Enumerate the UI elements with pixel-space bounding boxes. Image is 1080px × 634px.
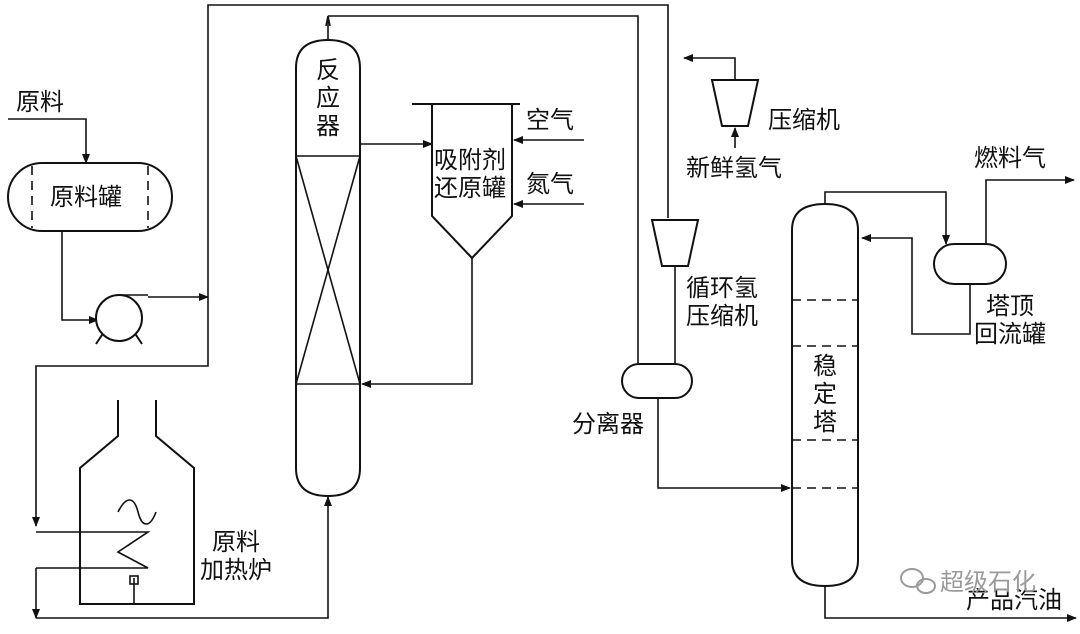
watermark-text: 超级石化: [940, 568, 1036, 596]
feed-label: 原料: [16, 88, 64, 116]
reactor-label-1: 反: [316, 56, 340, 84]
nitrogen-label: 氮气: [526, 170, 574, 198]
reflux-drum: [933, 243, 1007, 285]
recycle-compressor-label-2: 压缩机: [686, 302, 758, 330]
fuel-gas-label: 燃料气: [974, 144, 1046, 172]
separator-liquid-line: [657, 398, 791, 492]
feed-tank: [7, 162, 173, 232]
reactor: [295, 38, 361, 498]
stabilizer-label-2: 定: [813, 380, 837, 408]
pump-discharge-line: [148, 4, 669, 301]
reduction-tank-label-2: 还原罐: [434, 174, 506, 202]
wechat-icon: [900, 568, 936, 594]
feed-heater: [36, 400, 195, 605]
product-line: [824, 586, 1077, 622]
recycle-compressor-label-1: 循环氢: [686, 274, 758, 302]
stabilizer-column: [791, 202, 859, 588]
reflux-drum-label-2: 回流罐: [974, 320, 1046, 348]
compressor-discharge-line: [683, 54, 736, 80]
heater-label-line2: 加热炉: [200, 556, 272, 584]
reactor-top-line: [325, 15, 639, 363]
stabilizer-label-3: 塔: [813, 408, 837, 436]
overhead-line: [824, 191, 950, 245]
heater-label-line1: 原料: [212, 528, 260, 556]
heater-outlet-line: [32, 496, 332, 619]
recycle-compressor: [650, 219, 700, 267]
compressor-label: 压缩机: [768, 106, 840, 134]
makeup-compressor: [710, 79, 760, 127]
separator-label: 分离器: [572, 410, 644, 438]
adsorbent-reduction-tank: [412, 103, 520, 260]
reactor-label-3: 器: [316, 112, 340, 140]
feed-tank-label: 原料罐: [50, 183, 122, 211]
reflux-return-line: [861, 234, 971, 335]
air-label: 空气: [526, 106, 574, 134]
reduction-return-line: [361, 258, 473, 388]
stabilizer-label-1: 稳: [813, 352, 837, 380]
feed-pump: [95, 294, 148, 345]
feed-inlet-line: [8, 118, 90, 164]
fresh-hydrogen-label: 新鲜氢气: [686, 154, 782, 182]
separator: [621, 363, 693, 399]
tank-to-pump-line: [61, 231, 99, 324]
fuel-gas-line: [985, 176, 1075, 244]
heater-feed-line: [32, 297, 209, 527]
watermark: 超级石化: [900, 568, 1036, 596]
reflux-drum-label-1: 塔顶: [986, 292, 1034, 320]
reduction-tank-label-1: 吸附剂: [434, 146, 506, 174]
product-label: 产品汽油: [966, 586, 1062, 614]
reactor-label-2: 应: [316, 84, 340, 112]
